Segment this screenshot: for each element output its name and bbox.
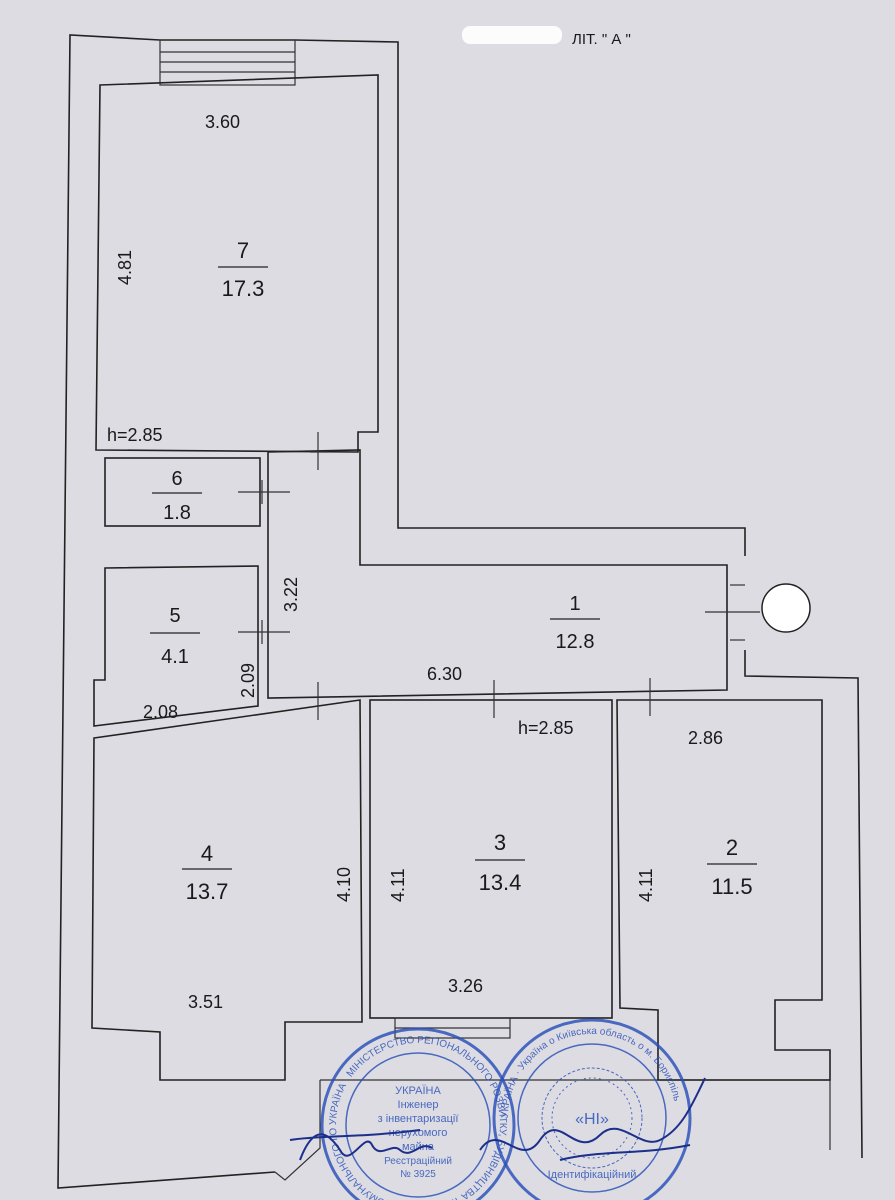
redacted-mark <box>462 26 562 44</box>
stamp-left-line7: № 3925 <box>400 1169 436 1180</box>
stamp-right-line: Ідентифікаційний <box>548 1169 637 1181</box>
room-1-area: 12.8 <box>556 631 595 653</box>
dim-height-lower: h=2.85 <box>518 718 574 738</box>
stamp-left-line3: з інвентаризації <box>378 1113 459 1125</box>
dim-room5-width: 2.08 <box>143 702 178 722</box>
stamp-left-line1: УКРАЇНА <box>395 1085 441 1097</box>
stamp-left-line2: Інженер <box>398 1099 439 1111</box>
dim-corridor-length: 3.22 <box>281 577 301 612</box>
stamp-left-line5: майна <box>402 1141 435 1153</box>
signature-left <box>289 1129 433 1161</box>
dim-room3-length-left: 4.11 <box>388 868 408 902</box>
room-7 <box>95 74 379 453</box>
signature-right <box>479 1077 706 1161</box>
dim-room5-length: 2.09 <box>238 663 258 698</box>
dim-room4-width: 3.51 <box>188 992 223 1012</box>
room-3-number: 3 <box>494 830 506 855</box>
stamp-left-line4: нерухомого <box>389 1127 448 1139</box>
stamp-left-line6: Реєстраційний <box>384 1156 452 1167</box>
room-4-number: 4 <box>201 841 213 866</box>
room-5-number: 5 <box>169 605 180 627</box>
dim-hall-length: 6.30 <box>427 664 462 684</box>
dim-room2-length-left: 4.11 <box>636 868 656 902</box>
room-3-area: 13.4 <box>479 870 522 895</box>
room-7-number: 7 <box>237 238 249 263</box>
dim-height-upper: h=2.85 <box>107 425 163 445</box>
dim-room7-length: 4.81 <box>115 250 135 285</box>
stamp-right-center: «НІ» <box>575 1111 609 1128</box>
balcony-top <box>159 39 296 86</box>
door-markers <box>238 432 760 720</box>
room-5 <box>93 565 259 727</box>
room-6-area: 1.8 <box>163 502 191 524</box>
dim-room7-width: 3.60 <box>205 112 240 132</box>
dim-room4-length: 4.10 <box>334 867 354 902</box>
room-2 <box>616 699 831 1081</box>
room-7-area: 17.3 <box>222 276 265 301</box>
room-5-area: 4.1 <box>161 646 189 668</box>
room-1-number: 1 <box>569 593 580 615</box>
room-3 <box>369 699 613 1039</box>
room-4 <box>91 699 363 1081</box>
dimension-labels: 3.60 4.81 h=2.85 3.22 2.09 2.08 6.30 h=2… <box>107 112 723 1012</box>
entrance-marker <box>761 583 811 633</box>
dim-room2-width: 2.86 <box>688 728 723 748</box>
dim-room3-width: 3.26 <box>448 976 483 996</box>
room-1 <box>267 449 728 699</box>
building-letter-label: ЛІТ. " А " <box>572 31 631 48</box>
room-4-area: 13.7 <box>186 879 229 904</box>
room-2-area: 11.5 <box>711 874 752 899</box>
room-labels: 7 17.3 6 1.8 5 4.1 1 12.8 4 13.7 3 13.4 … <box>150 238 757 904</box>
room-6-number: 6 <box>171 468 182 490</box>
room-2-number: 2 <box>726 835 738 860</box>
